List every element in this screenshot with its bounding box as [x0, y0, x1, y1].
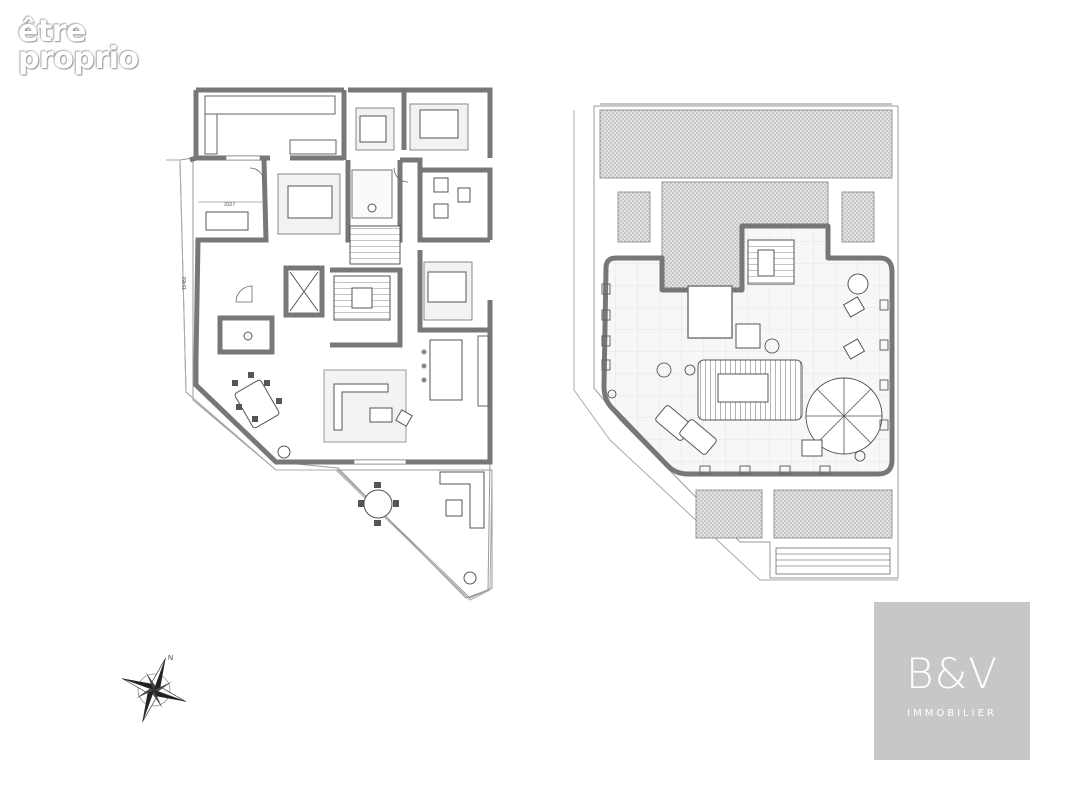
agency-logo-mark: B&V	[906, 649, 998, 698]
dining-table	[234, 379, 280, 429]
roof-staircase	[747, 239, 795, 285]
staircase	[349, 225, 401, 265]
watermark-line-2: proprio	[18, 41, 139, 76]
rooftop-floor-plan	[573, 103, 899, 581]
roof-outline	[593, 105, 899, 579]
watermark-line-1: être	[18, 14, 86, 49]
watermark-logo: être proprio	[18, 14, 148, 88]
apartment-floor-plan: 3327 11482	[166, 87, 493, 601]
agency-logo-subtitle: IMMOBILIER	[907, 708, 997, 719]
compass-north-label: N	[168, 655, 173, 662]
compass-rose: N	[121, 655, 187, 723]
green-roof-top	[599, 109, 893, 179]
agency-logo: B&V IMMOBILIER	[874, 602, 1030, 760]
terrace-table	[363, 489, 393, 519]
dimension-label: 3327	[224, 202, 235, 208]
dimension-label-vertical: 11482	[182, 276, 188, 290]
